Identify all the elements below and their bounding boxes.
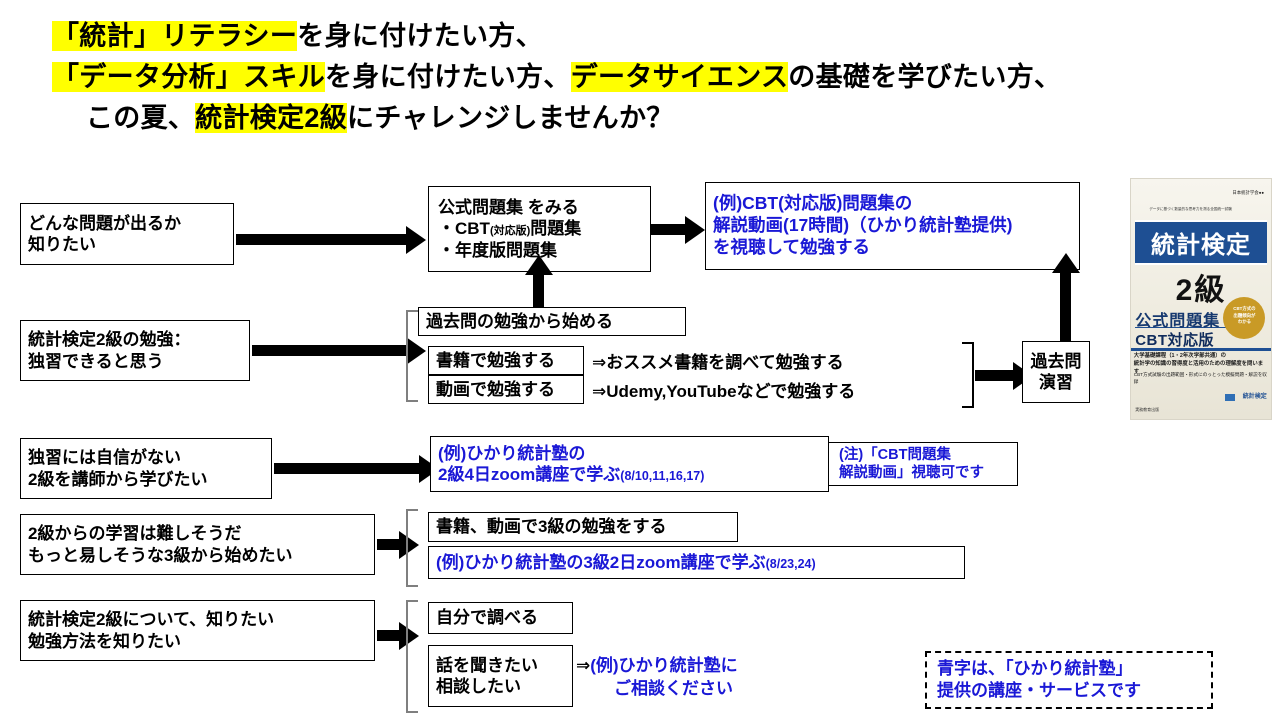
study-by-video-box[interactable]: 動画で勉強する: [428, 375, 584, 404]
question-line-1: どんな問題が出るか: [28, 213, 181, 233]
official-line-3: ・年度版問題集: [438, 240, 557, 260]
book-logo: 統計検定: [1242, 393, 1267, 400]
zoom2-line-2: 2級4日zoom講座で学ぶ(8/10,11,16,17): [438, 465, 705, 484]
recommend-video-text: ⇒Udemy,YouTubeなどで勉強する: [592, 382, 856, 401]
question-line-2: もっと易しそうな3級から始めたい: [28, 545, 293, 565]
study-by-book-box[interactable]: 書籍で勉強する: [428, 346, 584, 375]
consult-line-1: 話を聞きたい: [436, 655, 538, 675]
book-publisher: 実務教育出版: [1135, 407, 1160, 412]
study-by-video-label: 動画で勉強する: [436, 379, 555, 399]
question-box-start-grade3[interactable]: 2級からの学習は難しそうだ もっと易しそうな3級から始めたい: [20, 514, 375, 575]
study-by-book-label: 書籍で勉強する: [436, 350, 555, 370]
title-rest-1: を身に付けたい方、: [297, 21, 543, 51]
book-seal: [1223, 296, 1266, 339]
official-line-2: ・CBT(対応版)問題集: [438, 219, 582, 239]
title-highlight-2: 「データ分析」スキル: [52, 62, 325, 93]
book-grade: 2級: [1175, 274, 1227, 308]
question-box-self-study[interactable]: 統計検定2級の勉強： 独習できると思う: [20, 320, 250, 381]
title-rest-5: にチャレンジしませんか？: [347, 103, 674, 134]
book-cover-photo: 日本統計学会 公式認定 日本統計学会●● データに基づく数量的な思考力を測る全国…: [1130, 178, 1272, 420]
note-line-2: 解説動画」視聴可です: [839, 465, 984, 481]
title-rest-2: を身に付けたい方、: [325, 62, 571, 93]
official-line-1: 公式問題集 をみる: [438, 198, 579, 218]
reply-line-1: (例)ひかり統計塾に: [590, 656, 738, 675]
title-line-2: 「データ分析」スキルを身に付けたい方、データサイエンスの基礎を学びたい方、: [52, 57, 1252, 98]
past-exam-start-label: 過去問の勉強から始める: [426, 311, 613, 331]
cbt-video-box[interactable]: (例)CBT(対応版)問題集の 解説動画(17時間)（ひかり統計塾提供) を視聴…: [705, 182, 1080, 270]
consult-reply-text: ⇒(例)ひかり統計塾に ご相談ください: [576, 655, 738, 701]
past-exam-start-box[interactable]: 過去問の勉強から始める: [418, 307, 686, 336]
bracket-left-row2: [406, 310, 418, 402]
bracket-left-row4: [406, 509, 418, 587]
book-subtitle: データに基づく数量的な思考力を測る全国統一試験: [1149, 206, 1232, 211]
book-desc2: CBT方式試験の出題範囲・形式にのっとった模擬問題・解説を収録: [1133, 372, 1267, 384]
note-line-1: (注)「CBT問題集: [839, 446, 951, 463]
zoom-course-grade3-box[interactable]: (例)ひかり統計塾の3級2日zoom講座で学ぶ(8/23,24): [428, 546, 965, 579]
title-line-1: 「統計」リテラシーを身に付けたい方、: [52, 16, 1252, 57]
self-research-box[interactable]: 自分で調べる: [428, 602, 573, 634]
title-highlight-4: 統計検定2級: [195, 103, 348, 134]
legend-line-2: 提供の講座・サービスです: [937, 681, 1141, 700]
book-koshiki: 公式問題集: [1135, 313, 1221, 331]
question-line-2: 2級を講師から学びたい: [28, 469, 208, 489]
cbt-video-line-3: を視聴して勉強する: [713, 236, 870, 257]
book-org-right: 日本統計学会●●: [1232, 189, 1264, 195]
question-box-what-problems[interactable]: どんな問題が出るか 知りたい: [20, 203, 234, 265]
past-practice-line-1: 過去問: [1030, 351, 1082, 371]
cbt-video-line-1: (例)CBT(対応版)問題集の: [713, 193, 913, 214]
title-dash: ー: [269, 21, 298, 51]
recommend-book-text: ⇒おススメ書籍を調べて勉強する: [592, 353, 844, 372]
reply-arrow: ⇒: [576, 656, 591, 675]
official-workbook-box[interactable]: 公式問題集 をみる ・CBT(対応版)問題集 ・年度版問題集: [428, 186, 651, 272]
cbt-video-line-2: 解説動画(17時間)（ひかり統計塾提供): [713, 215, 1013, 236]
grade3-study-label: 書籍、動画で3級の勉強をする: [436, 517, 667, 537]
book-title: 統計検定: [1135, 219, 1267, 265]
consult-box[interactable]: 話を聞きたい 相談したい: [428, 645, 573, 707]
reply-line-2: ご相談ください: [614, 678, 733, 698]
page-title: 「統計」リテラシーを身に付けたい方、 「データ分析」スキルを身に付けたい方、デー…: [52, 16, 1252, 139]
title-rest-3: の基礎を学びたい方、: [788, 62, 1062, 93]
self-research-label: 自分で調べる: [436, 608, 538, 628]
question-line-2: 知りたい: [28, 235, 96, 254]
bracket-right-row2: [962, 342, 974, 408]
question-line-1: 2級からの学習は難しそうだ: [28, 524, 242, 544]
question-line-2: 独習できると思う: [28, 351, 164, 371]
question-line-1: 統計検定2級について、知りたい: [28, 610, 275, 630]
title-highlight-1: 「統計」リテラシ: [52, 21, 270, 51]
book-seal-text: CBT方式の 出題傾向が わかる: [1233, 306, 1256, 325]
consult-line-2: 相談したい: [436, 677, 521, 696]
grade3-study-box[interactable]: 書籍、動画で3級の勉強をする: [428, 512, 738, 542]
zoom2-line-1: (例)ひかり統計塾の: [438, 443, 586, 463]
zoom-course-grade2-box[interactable]: (例)ひかり統計塾の 2級4日zoom講座で学ぶ(8/10,11,16,17): [430, 436, 829, 492]
question-line-2: 勉強方法を知りたい: [28, 631, 181, 651]
past-practice-line-2: 演習: [1039, 373, 1073, 392]
legend-blue-text-note: 青字は、「ひかり統計塾」 提供の講座・サービスです: [925, 651, 1213, 709]
title-highlight-3: データサイエンス: [570, 62, 789, 93]
bracket-left-row5: [406, 600, 418, 713]
past-exam-practice-box[interactable]: 過去問 演習: [1022, 341, 1090, 403]
title-rest-4: この夏、: [86, 103, 196, 134]
book-desc: 大学基礎課程（1・2年次学部共通）の 統計学の知識の習得度と活用のための理解度を…: [1133, 353, 1264, 375]
question-line-1: 統計検定2級の勉強：: [28, 330, 191, 350]
question-box-need-teacher[interactable]: 独習には自信がない 2級を講師から学びたい: [20, 438, 272, 499]
note-box[interactable]: (注)「CBT問題集 解説動画」視聴可です: [828, 442, 1018, 486]
title-line-3: この夏、統計検定2級にチャレンジしませんか？: [52, 98, 1252, 139]
question-box-want-to-know[interactable]: 統計検定2級について、知りたい 勉強方法を知りたい: [20, 600, 375, 661]
question-line-1: 独習には自信がない: [28, 448, 181, 468]
book-cbt: CBT対応版: [1135, 332, 1215, 349]
zoom3-label: (例)ひかり統計塾の3級2日zoom講座で学ぶ(8/23,24): [436, 552, 816, 572]
legend-line-1: 青字は、「ひかり統計塾」: [937, 658, 1133, 678]
